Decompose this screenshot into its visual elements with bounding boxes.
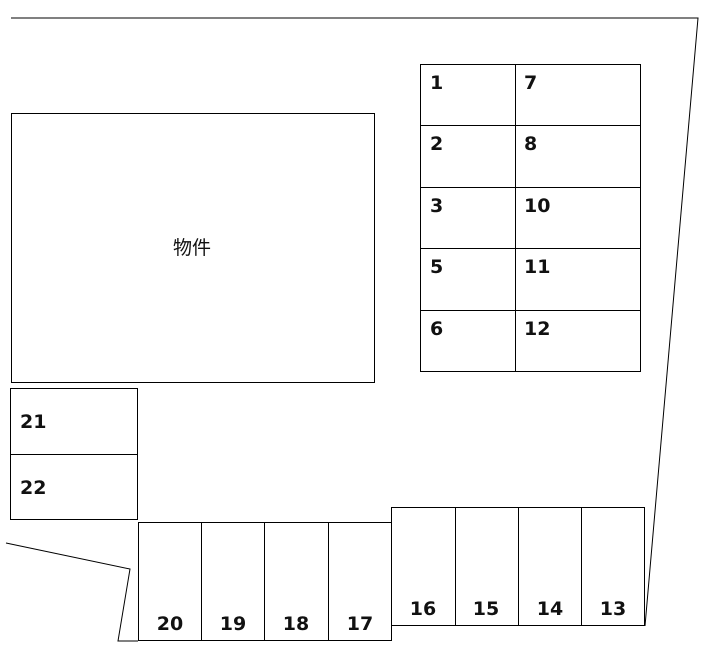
space-number: 6: [430, 318, 443, 340]
space-number: 17: [347, 613, 373, 635]
building-outline: [11, 113, 375, 383]
space-number: 19: [220, 613, 246, 635]
space-number: 1: [430, 72, 443, 94]
space-number: 8: [524, 133, 537, 155]
space-number: 12: [524, 318, 550, 340]
bottom-right-parking-row: [391, 507, 645, 626]
space-number: 3: [430, 195, 443, 217]
space-number: 20: [157, 613, 183, 635]
bottom-left-parking-row: [138, 522, 392, 641]
boundary-top-right: [11, 17, 699, 627]
site-boundary: [5, 17, 699, 642]
space-number: 22: [20, 477, 46, 499]
space-number: 21: [20, 411, 46, 433]
space-number: 16: [410, 598, 436, 620]
space-number: 10: [524, 195, 550, 217]
building: 物件: [11, 113, 375, 383]
space-number: 14: [537, 598, 563, 620]
right-parking-block: [420, 64, 641, 372]
space-number: 15: [473, 598, 499, 620]
building-label: 物件: [173, 237, 211, 259]
space-number: 5: [430, 256, 443, 278]
space-number: 11: [524, 256, 550, 278]
right-block-labels: 1 2 3 5 6 7 8 10 11 12: [430, 72, 550, 340]
left-parking-block: [10, 388, 138, 520]
space-number: 7: [524, 72, 537, 94]
space-number: 13: [600, 598, 626, 620]
space-number: 18: [283, 613, 309, 635]
boundary-bottom-left: [5, 542, 138, 642]
right-block-outline: [420, 64, 641, 372]
space-number: 2: [430, 133, 443, 155]
